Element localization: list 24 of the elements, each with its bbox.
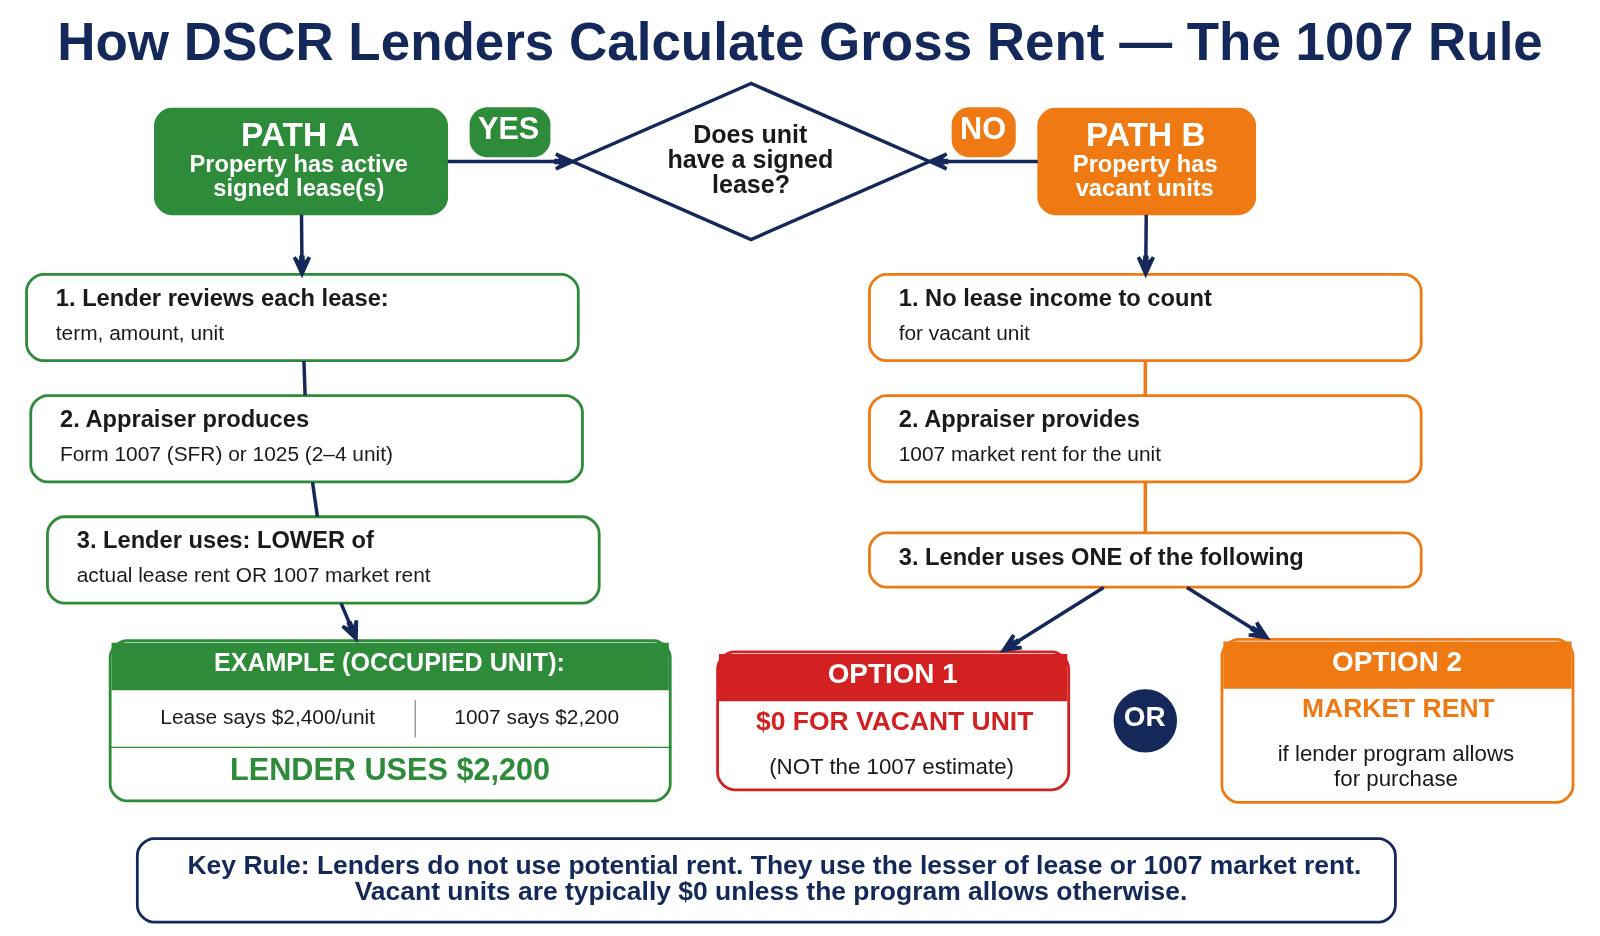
arrow <box>1136 214 1155 276</box>
arrow <box>292 214 311 276</box>
node-box: 3. Lender uses: LOWER of actual lease rent OR 1007 market rent <box>45 515 601 605</box>
diagram-title: How DSCR Lenders Calculate Gross Rent — The 1007 Rule <box>56 12 1543 72</box>
edge-label: YES <box>477 110 539 145</box>
node-box: 1. No lease income to count for vacant unit <box>867 272 1423 363</box>
connector <box>310 481 319 517</box>
node-box: PATH B Property has vacant units <box>1036 107 1256 216</box>
node-box: PATH A Property has active signed lease(s) <box>153 107 448 216</box>
node-box: 3. Lender uses ONE of the following <box>867 531 1423 589</box>
node-box: Key Rule: Lenders do not use potential rent. They use the lesser of lease or 1007 market rent. Vacant units are typically $0 unless the program allows otherwise. <box>135 837 1397 924</box>
arrow <box>1001 585 1105 653</box>
node-box: 2. Appraiser provides 1007 market rent for the unit <box>867 394 1423 484</box>
arrow <box>1185 585 1269 640</box>
node-circle: OR <box>1113 689 1177 753</box>
arrow <box>927 152 1038 171</box>
node-box: 1. Lender reviews each lease: term, amount, unit <box>24 272 580 363</box>
connector <box>301 360 307 396</box>
edge-label: NO <box>959 110 1006 145</box>
arrow <box>338 602 358 641</box>
connector <box>1143 361 1147 396</box>
arrow <box>447 152 574 171</box>
connector <box>1143 482 1147 533</box>
node-box: 2. Appraiser produces Form 1007 (SFR) or 1025 (2–4 unit) <box>28 394 584 484</box>
